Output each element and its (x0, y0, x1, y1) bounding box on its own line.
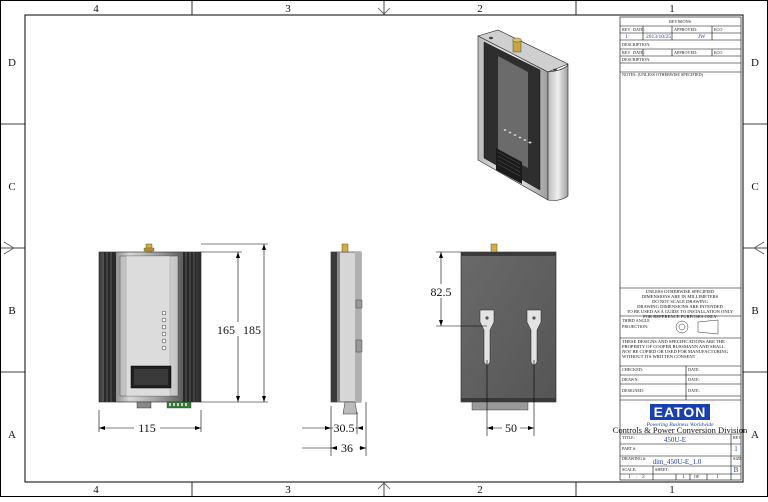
zone-col-2-top: 2 (477, 3, 483, 15)
unless-line-3: DO NOT SCALE DRAWING (652, 299, 709, 304)
proprietary-line-1: THESE DESIGNS AND SPECIFICATIONS ARE THE (622, 339, 725, 344)
rear-dim-arrows (439, 252, 534, 430)
rev2-rev-label: REV (622, 50, 630, 55)
zone-col-1-bottom: 1 (669, 484, 675, 496)
title-label: TITLE: (622, 435, 635, 440)
zone-row-b-right: B (751, 305, 758, 317)
zone-col-4-bottom: 4 (93, 484, 99, 496)
dim-305-bg (333, 420, 355, 434)
sheet-total: 1 (716, 474, 719, 480)
notes-label: NOTES: (UNLESS OTHERWISE SPECIFIED) (622, 72, 704, 77)
proprietary-line-4: WITHOUT ITS WRITTEN CONSENT (622, 354, 696, 359)
rev1-date: 2013/10/25 (646, 34, 671, 40)
checked-date-label: DATE: (688, 367, 700, 372)
zone-col-4-top: 4 (93, 3, 99, 15)
isometric-view (477, 29, 569, 201)
dim-side-depth-inner: 30.5 (334, 421, 355, 435)
size-value: B (734, 466, 739, 474)
checked-label: CHECKED: (622, 367, 643, 372)
zone-col-3-top: 3 (285, 3, 291, 15)
side-dim-arrows (325, 426, 366, 450)
zone-row-a-left: A (8, 429, 16, 441)
rev-label: REV (733, 435, 741, 440)
sheet-of: OF (694, 474, 700, 479)
eaton-wordmark: EATON (654, 404, 707, 420)
front-dim-arrows (99, 244, 266, 430)
dim-rear-spacing: 50 (505, 421, 517, 435)
rear-view (460, 243, 557, 411)
dim-front-height-outer: 185 (243, 323, 261, 337)
dim-front-width: 115 (138, 421, 156, 435)
rev1-description-label: DESCRIPTION: (622, 42, 650, 47)
rev2-eco-label: ECO (714, 50, 722, 55)
proprietary-line-2: PROPERTY OF COOPER BUSSMANN AND SHALL (622, 344, 725, 349)
rev-value: 1 (734, 445, 738, 453)
unless-line-5: TO BE USED AS A GUIDE TO INSTALLATION ON… (627, 309, 734, 314)
rev1-approved-label: APPROVED: (674, 27, 697, 32)
unless-line-1: UNLESS OTHERWISE SPECIFIED (646, 289, 715, 294)
zone-row-b-left: B (8, 305, 15, 317)
rev1-approved: JW (698, 34, 706, 40)
designed-date-label: DATE: (688, 388, 700, 393)
drawn-date-label: DATE: (688, 377, 700, 382)
unless-line-6: FOR REFERENCE PURPOSES ONLY (643, 314, 717, 319)
unless-line-2: DIMENSIONS ARE IN MILLIMETERS (642, 294, 719, 299)
dim-front-height-inner: 165 (217, 323, 235, 337)
drawn-label: DRAWN: (622, 377, 639, 382)
projection-symbol-icon (675, 319, 719, 335)
unless-line-4: DRAWING DIMENSIONS ARE INTENDED (637, 304, 723, 309)
rev1-rev-label: REV (622, 27, 630, 32)
dim-825-bg (428, 284, 454, 298)
zone-row-d-right: D (751, 57, 759, 69)
front-view (98, 243, 202, 409)
size-label: SIZE (733, 456, 742, 461)
division-name: Controls & Power Conversion Division (613, 425, 748, 435)
dim-side-depth-outer: 36 (341, 441, 353, 455)
revisions-header: REVISIONS (669, 19, 692, 24)
third-angle-label: THIRD ANGLE (622, 318, 650, 323)
rev1-date-label: DATE: (633, 27, 645, 32)
rev2-date-label: DATE: (633, 50, 645, 55)
drawing-number: dim_450U-E_1.0 (653, 458, 702, 466)
sheet-label: SHEET: (655, 467, 669, 472)
zone-col-3-bottom: 3 (285, 484, 291, 496)
scale-label: SCALE: (622, 467, 636, 472)
proprietary-line-3: NOT BE COPIED OR USED FOR MANUFACTURING (622, 349, 729, 354)
dim-rear-offset: 82.5 (431, 285, 452, 299)
part-label: PART #: (622, 446, 636, 451)
scale-num: 1 (628, 474, 631, 480)
sheet-num: 1 (682, 474, 685, 480)
dim-185-bg (238, 322, 262, 336)
rev1-eco-label: ECO (714, 27, 722, 32)
drawing-title: 450U-E (664, 436, 686, 444)
dim-36-bg (337, 440, 359, 454)
zone-col-1-top: 1 (669, 3, 675, 15)
inner-border (24, 14, 744, 483)
eaton-logo: EATON (650, 404, 710, 420)
projection-label: PROJECTION: (622, 324, 648, 329)
scale-colon: : (636, 474, 637, 479)
zone-row-c-right: C (751, 181, 758, 193)
rear-dim-lines (436, 251, 535, 436)
eaton-tagline: Powering Business Worldwide (645, 422, 714, 428)
rev2-description-label: DESCRIPTION: (622, 57, 650, 62)
zone-row-c-left: C (8, 181, 15, 193)
rev2-approved-label: APPROVED: (674, 50, 697, 55)
scale-den: 2 (642, 474, 645, 480)
zone-row-a-right: A (751, 429, 759, 441)
dim-115-bg (134, 420, 160, 434)
centering-marks (2, 2, 766, 495)
drawing-no-label: DRAWING #: (622, 456, 646, 461)
zone-col-2-bottom: 2 (477, 484, 483, 496)
zone-row-d-left: D (8, 57, 16, 69)
dim-50-bg (502, 420, 520, 434)
rev1-rev: 1 (625, 34, 628, 40)
designed-label: DESIGNED: (622, 388, 644, 393)
title-block: REVISIONS REV DATE: APPROVED: ECO 1 2013… (613, 16, 748, 481)
side-view (330, 243, 363, 415)
